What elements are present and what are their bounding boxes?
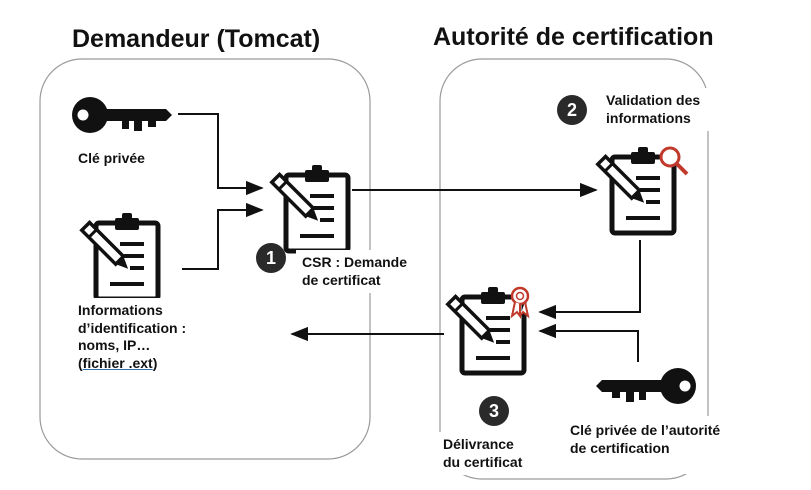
identification-line-2: d’identification :	[78, 319, 187, 336]
arrow-ca-key-to-certificate	[538, 323, 639, 362]
arrow-info-to-csr	[182, 202, 264, 270]
identification-file-name: fichier .ext	[82, 354, 153, 371]
requester-key-icon	[72, 97, 172, 133]
validation-line-1: Validation des	[606, 92, 701, 108]
arrow-key-to-csr	[178, 113, 264, 196]
delivery-line-2: du certificat	[443, 453, 523, 470]
identification-label: Informations d’identification : noms, IP…	[72, 298, 220, 440]
requester-clipboard-icon	[82, 213, 158, 299]
csr-label: CSR : Demande de certificat	[296, 250, 426, 293]
file-paren-open: (	[78, 354, 83, 371]
certificate-clipboard-icon	[448, 286, 530, 373]
delivery-label: Délivrance du certificat	[437, 432, 553, 475]
csr-line-2: de certificat	[302, 271, 381, 288]
identification-line-1: Informations	[78, 302, 163, 318]
ca-private-key-line-1: Clé privée de l’autorité	[570, 422, 721, 438]
authority-panel	[439, 58, 709, 480]
validation-line-2: informations	[606, 109, 691, 126]
requester-title: Demandeur (Tomcat)	[66, 22, 327, 58]
arrow-validation-to-certificate	[538, 240, 641, 320]
authority-title: Autorité de certification	[427, 20, 720, 56]
identification-line-3: noms, IP…	[78, 337, 151, 353]
csr-line-1: CSR : Demande	[302, 254, 408, 270]
ribbon-icon	[510, 286, 530, 319]
magnifier-icon	[659, 146, 689, 176]
csr-clipboard-icon	[272, 165, 348, 251]
validation-label: Validation des informations	[600, 88, 724, 131]
identification-line-4: (fichier .ext)	[78, 355, 214, 373]
ca-private-key-label: Clé privée de l’autorité de certificatio…	[562, 416, 758, 474]
authority-key-icon	[596, 368, 696, 404]
private-key-label: Clé privée	[72, 146, 192, 186]
step-1-badge: 1	[256, 243, 286, 273]
ca-private-key-line-2: de certification	[570, 439, 670, 456]
step-3-badge: 3	[479, 396, 509, 426]
validation-clipboard-icon	[598, 146, 689, 233]
delivery-line-1: Délivrance	[443, 436, 514, 452]
step-2-badge: 2	[557, 95, 587, 125]
file-paren-close: )	[152, 354, 158, 371]
private-key-text: Clé privée	[78, 150, 145, 166]
